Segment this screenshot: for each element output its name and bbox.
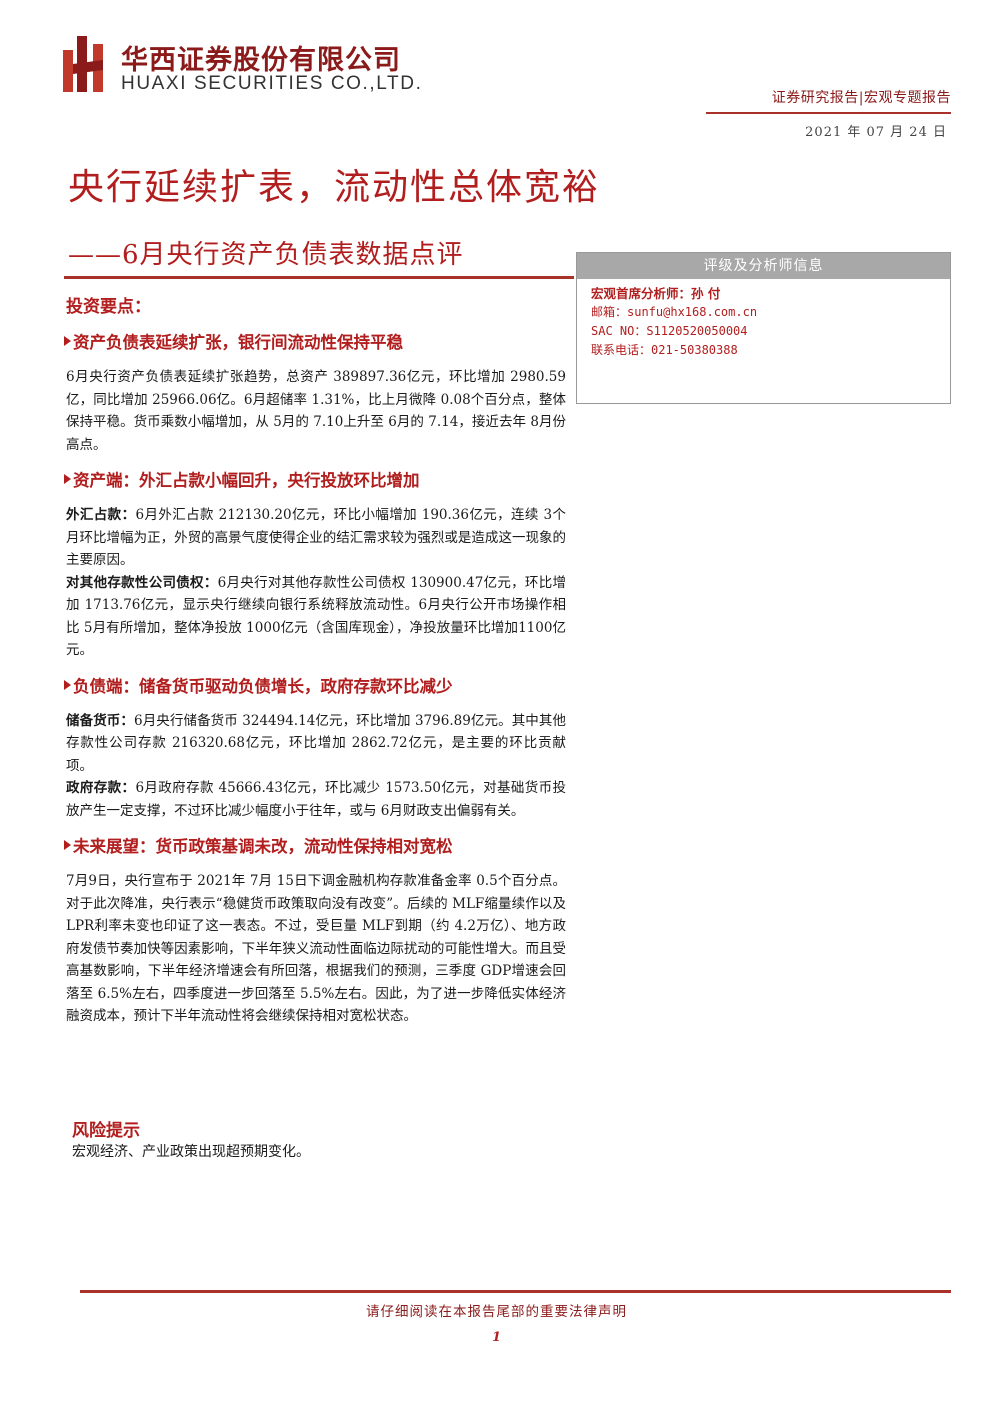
triangle-bullet-icon <box>64 840 71 850</box>
analyst-name: 宏观首席分析师：孙 付 <box>591 286 721 301</box>
paragraph: 对其他存款性公司债权：6月央行对其他存款性公司债权 130900.47亿元，环比… <box>66 574 567 659</box>
section-heading: 资产端：外汇占款小幅回升，央行投放环比增加 <box>64 467 566 491</box>
page-number: 1 <box>491 1330 502 1345</box>
analyst-phone: 联系电话：021-50380388 <box>591 343 738 357</box>
footer-divider <box>80 1290 951 1293</box>
paragraph: 储备货币：6月央行储备货币 324494.14亿元，环比增加 3796.89亿元… <box>66 712 566 774</box>
risk-text: 宏观经济、产业政策出现超预期变化。 <box>72 1144 310 1160</box>
main-content: 投资要点： 资产负债表延续扩张，银行间流动性保持平稳 6月央行资产负债表延续扩张… <box>64 292 567 1028</box>
title-divider <box>64 276 574 279</box>
triangle-bullet-icon <box>64 474 71 484</box>
analyst-sac: SAC NO：S1120520050004 <box>591 324 748 338</box>
section-heading: 资产负债表延续扩张，银行间流动性保持平稳 <box>64 329 566 353</box>
company-name-cn: 华西证券股份有限公司 <box>121 45 401 76</box>
footer-disclaimer: 请仔细阅读在本报告尾部的重要法律声明 <box>366 1304 627 1320</box>
paragraph: 政府存款：6月政府存款 45666.43亿元，环比减少 1573.50亿元，对基… <box>66 780 566 819</box>
huaxi-logo-icon <box>63 36 103 92</box>
paragraph: 6月央行资产负债表延续扩张趋势，总资产 389897.36亿元，环比增加 298… <box>66 369 566 453</box>
triangle-bullet-icon <box>64 336 71 346</box>
analyst-info-box: 评级及分析师信息 宏观首席分析师：孙 付 邮箱：sunfu@hx168.com.… <box>576 252 951 404</box>
analyst-email[interactable]: 邮箱：sunfu@hx168.com.cn <box>591 305 758 319</box>
report-date: 2021 年 07 月 24 日 <box>805 125 947 140</box>
paragraph: 外汇占款：6月外汇占款 212130.20亿元，环比小幅增加 190.36亿元，… <box>66 507 566 568</box>
info-box-heading: 评级及分析师信息 <box>577 253 950 279</box>
key-points-heading: 投资要点： <box>66 297 151 317</box>
report-type: 证券研究报告|宏观专题报告 <box>771 90 951 106</box>
paragraph: 7月9日，央行宣布于 2021年 7月 15日下调金融机构存款准备金率 0.5个… <box>66 873 566 1024</box>
triangle-bullet-icon <box>64 679 71 690</box>
section-heading: 负债端：储备货币驱动负债增长，政府存款环比减少 <box>64 673 566 697</box>
risk-heading: 风险提示 <box>72 1121 140 1141</box>
page-title: 央行延续扩表，流动性总体宽裕 <box>68 167 601 208</box>
company-name-en: HUAXI SECURITIES CO.,LTD. <box>121 73 423 94</box>
section-heading: 未来展望：货币政策基调未改，流动性保持相对宽松 <box>64 833 566 857</box>
page-subtitle: ——6月央行资产负债表数据点评 <box>68 240 464 270</box>
header-divider <box>706 112 951 114</box>
